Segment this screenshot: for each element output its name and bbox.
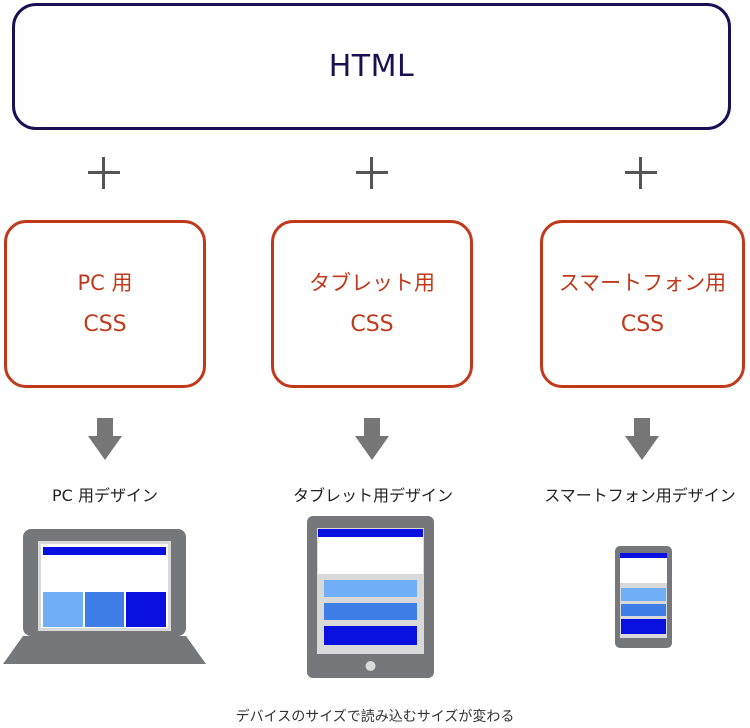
pc-design-label: PC 用デザイン	[52, 486, 158, 505]
tablet-design-label: タブレット用デザイン	[292, 486, 453, 505]
smartphone-css-title: スマートフォン用	[558, 271, 727, 295]
tablet-css-title: タブレット用	[309, 271, 435, 295]
html-box: HTML	[12, 3, 731, 130]
plus-icon	[625, 157, 657, 189]
plus-icon	[356, 157, 388, 189]
down-arrow-icon	[355, 418, 389, 462]
pc-css-title: PC 用	[77, 271, 133, 295]
laptop-icon	[3, 529, 206, 664]
tablet-css-label: CSS	[350, 312, 394, 337]
pc-css-box: PC 用 CSS	[4, 220, 206, 388]
pc-css-label: CSS	[83, 312, 127, 337]
smartphone-css-label: CSS	[620, 312, 665, 337]
tablet-icon	[307, 516, 434, 678]
down-arrow-icon	[625, 418, 659, 462]
smartphone-css-box: スマートフォン用 CSS	[540, 220, 745, 388]
tablet-css-box: タブレット用 CSS	[271, 220, 473, 388]
html-label: HTML	[328, 49, 415, 84]
smartphone-icon	[615, 546, 672, 648]
plus-icon	[88, 157, 120, 189]
caption: デバイスのサイズで読み込むサイズが変わる	[235, 709, 515, 725]
down-arrow-icon	[88, 418, 122, 462]
smartphone-design-label: スマートフォン用デザイン	[544, 486, 736, 505]
